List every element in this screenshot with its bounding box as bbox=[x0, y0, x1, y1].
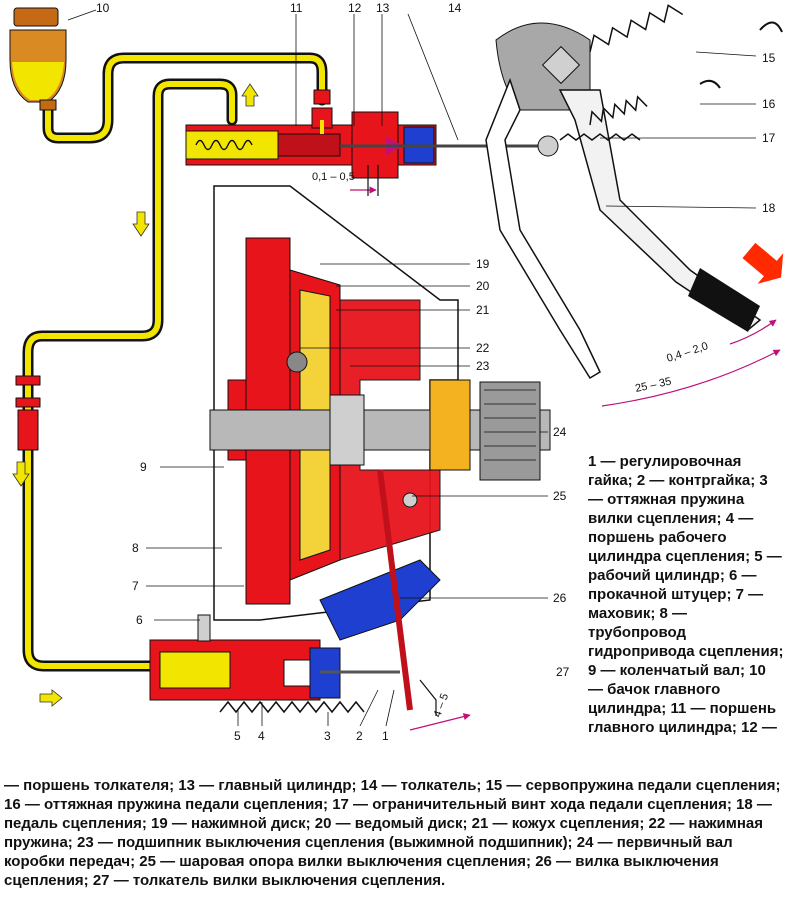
pedal-assembly bbox=[485, 4, 784, 380]
callout-27: 27 bbox=[556, 665, 570, 679]
callout-7: 7 bbox=[132, 579, 139, 593]
master-cylinder bbox=[185, 107, 545, 179]
callout-17: 17 bbox=[762, 131, 776, 145]
callout-16: 16 bbox=[762, 97, 776, 111]
callout-14: 14 bbox=[448, 1, 462, 15]
callout-11: 11 bbox=[290, 1, 303, 15]
clutch-hydraulic-diagram: 10 11 12 13 14 15 16 17 18 19 20 21 22 2… bbox=[9, 1, 784, 743]
callout-20: 20 bbox=[476, 279, 490, 293]
leader-lines bbox=[67, 9, 757, 727]
callout-18: 18 bbox=[762, 201, 776, 215]
callout-15: 15 bbox=[762, 51, 776, 65]
callout-23: 23 bbox=[476, 359, 490, 373]
clutch-housing bbox=[209, 185, 551, 621]
dimension-marks bbox=[350, 165, 781, 407]
dim-gap-master-piston: 0,1 – 0,5 bbox=[312, 171, 355, 183]
callout-8: 8 bbox=[132, 541, 139, 555]
callout-2: 2 bbox=[356, 729, 363, 743]
callout-6: 6 bbox=[136, 613, 143, 627]
legend-bottom: — поршень толкателя; 13 — главный цилинд… bbox=[4, 776, 782, 890]
slave-cylinder bbox=[149, 469, 471, 731]
dim-fork-free-play: 4 – 5 bbox=[432, 692, 452, 719]
legend-side: 1 — регулировочная гайка; 2 — контргайка… bbox=[588, 452, 784, 737]
callout-21: 21 bbox=[476, 303, 490, 317]
callout-25: 25 bbox=[553, 489, 567, 503]
callout-5: 5 bbox=[234, 729, 241, 743]
callout-13: 13 bbox=[376, 1, 390, 15]
callout-1: 1 bbox=[382, 729, 389, 743]
callout-22: 22 bbox=[476, 341, 490, 355]
callout-19: 19 bbox=[476, 257, 490, 271]
dim-pedal-travel: 25 – 35 bbox=[634, 376, 672, 395]
legend-bottom-text: — поршень толкателя; 13 — главный цилинд… bbox=[4, 777, 781, 889]
callout-12: 12 bbox=[348, 1, 362, 15]
dim-pedal-free-play: 0,4 – 2,0 bbox=[665, 340, 709, 365]
callout-3: 3 bbox=[324, 729, 331, 743]
callout-26: 26 bbox=[553, 591, 567, 605]
callout-numbers: 10 11 12 13 14 15 16 17 18 19 20 21 22 2… bbox=[96, 1, 776, 743]
flow-arrows bbox=[12, 83, 259, 707]
hydraulic-pipe bbox=[15, 52, 331, 672]
callout-10: 10 bbox=[96, 1, 110, 15]
callout-24: 24 bbox=[553, 425, 567, 439]
callout-9: 9 bbox=[140, 460, 147, 474]
callout-4: 4 bbox=[258, 729, 265, 743]
legend-side-text: 1 — регулировочная гайка; 2 — контргайка… bbox=[588, 453, 784, 736]
reservoir bbox=[9, 7, 67, 111]
